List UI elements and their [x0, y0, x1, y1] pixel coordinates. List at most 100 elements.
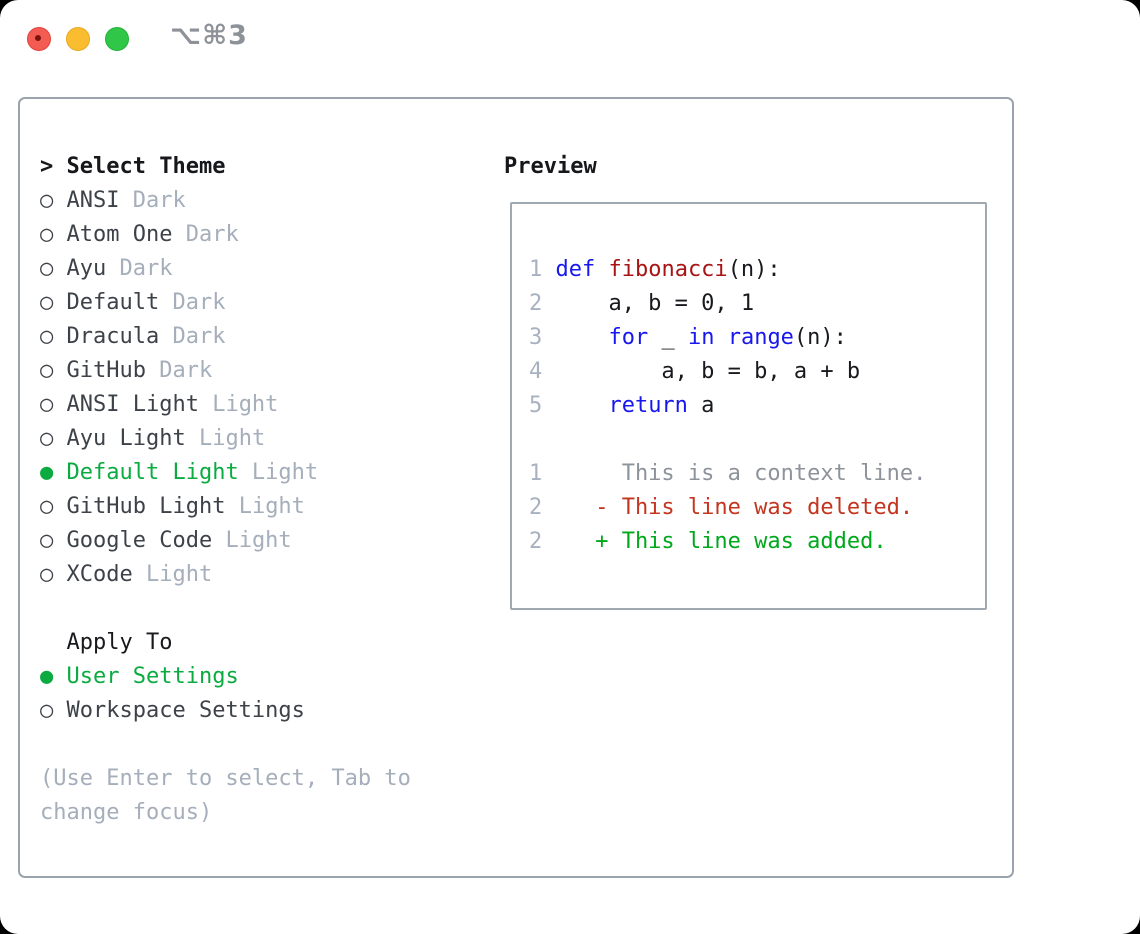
theme-variant-label: Light	[225, 494, 305, 519]
apply-option-label: User Settings	[66, 664, 239, 689]
theme-option-ayu-light-light[interactable]: ○ Ayu Light Light	[40, 422, 411, 456]
radio-selected-icon: ●	[40, 460, 67, 485]
apply-option-user-settings[interactable]: ● User Settings	[40, 660, 411, 694]
code-token-keyword: in	[687, 325, 715, 350]
help-line: (Use Enter to select, Tab to	[40, 766, 411, 791]
theme-name: ANSI	[66, 188, 120, 213]
theme-option-default-dark[interactable]: ○ Default Dark	[40, 286, 411, 320]
apply-to-header: Apply To	[66, 630, 173, 655]
code-line: 1 This is a context line.	[529, 457, 985, 491]
code-line: 5 return a	[529, 389, 985, 423]
radio-icon: ○	[40, 426, 67, 451]
prompt-cursor-icon: >	[40, 154, 54, 179]
code-token-plain: a, b = 0, 1	[555, 291, 755, 316]
theme-variant-label: Light	[238, 460, 319, 485]
window-title: ⌥⌘3	[170, 20, 248, 51]
help-line: change focus)	[40, 800, 213, 825]
theme-name: GitHub Light	[66, 494, 226, 519]
apply-option-label: Workspace Settings	[66, 698, 305, 723]
theme-picker-left-column: > Select Theme ○ ANSI Dark○ Atom One Dar…	[40, 150, 411, 830]
radio-icon: ○	[40, 324, 67, 349]
theme-variant-label: Dark	[172, 222, 239, 247]
theme-option-ayu-dark[interactable]: ○ Ayu Dark	[40, 252, 411, 286]
code-token-plain: a	[687, 393, 715, 418]
theme-variant-label: Dark	[119, 188, 186, 213]
radio-icon: ○	[40, 698, 67, 723]
code-line: 4 a, b = b, a + b	[529, 355, 985, 389]
code-line	[529, 423, 985, 457]
code-token-plain	[555, 325, 608, 350]
line-number: 4	[529, 359, 543, 384]
zoom-button[interactable]	[105, 27, 129, 51]
theme-name: Ayu	[66, 256, 107, 281]
theme-option-ansi-dark[interactable]: ○ ANSI Dark	[40, 184, 411, 218]
apply-to-list: ● User Settings○ Workspace Settings	[40, 660, 411, 728]
radio-icon: ○	[40, 358, 67, 383]
theme-variant-label: Light	[212, 528, 292, 553]
radio-icon: ○	[40, 188, 67, 213]
theme-name: Atom One	[66, 222, 173, 247]
theme-option-github-dark[interactable]: ○ GitHub Dark	[40, 354, 411, 388]
code-token-deleted: - This line was deleted.	[555, 495, 914, 520]
theme-option-ansi-light-light[interactable]: ○ ANSI Light Light	[40, 388, 411, 422]
line-number: 5	[529, 393, 543, 418]
theme-picker-panel: > Select Theme ○ ANSI Dark○ Atom One Dar…	[18, 97, 1014, 878]
minimize-button[interactable]	[66, 27, 90, 51]
theme-option-github-light-light[interactable]: ○ GitHub Light Light	[40, 490, 411, 524]
titlebar: ⌥⌘3	[0, 0, 1140, 76]
theme-variant-label: Dark	[159, 324, 226, 349]
apply-option-workspace-settings[interactable]: ○ Workspace Settings	[40, 694, 411, 728]
theme-name: Dracula	[66, 324, 160, 349]
theme-option-google-code-light[interactable]: ○ Google Code Light	[40, 524, 411, 558]
theme-name: Ayu Light	[66, 426, 186, 451]
radio-icon: ○	[40, 290, 67, 315]
theme-variant-label: Dark	[106, 256, 173, 281]
code-token-plain: a, b = b, a + b	[555, 359, 861, 384]
radio-icon: ○	[40, 392, 67, 417]
theme-name: XCode	[66, 562, 133, 587]
theme-name: Google Code	[66, 528, 213, 553]
theme-list: ○ ANSI Dark○ Atom One Dark○ Ayu Dark○ De…	[40, 184, 411, 592]
select-theme-title: Select Theme	[66, 154, 226, 179]
theme-option-xcode-light[interactable]: ○ XCode Light	[40, 558, 411, 592]
code-token-plain: _	[648, 325, 688, 350]
select-theme-header: > Select Theme	[40, 150, 411, 184]
code-token-keyword: def	[555, 257, 596, 282]
line-number: 2	[529, 291, 543, 316]
theme-variant-label: Light	[198, 392, 279, 417]
theme-name: Default Light	[66, 460, 239, 485]
close-button[interactable]	[27, 27, 51, 51]
code-token-keyword: for	[608, 325, 649, 350]
line-number: 1	[529, 257, 543, 282]
theme-variant-label: Light	[132, 562, 213, 587]
code-token-keyword: range	[727, 325, 794, 350]
theme-name: GitHub	[66, 358, 146, 383]
theme-option-atom-one-dark[interactable]: ○ Atom One Dark	[40, 218, 411, 252]
help-text: (Use Enter to select, Tab to change focu…	[40, 762, 411, 830]
theme-option-default-light-light[interactable]: ● Default Light Light	[40, 456, 411, 490]
radio-selected-icon: ●	[40, 664, 67, 689]
code-token-keyword: return	[608, 393, 688, 418]
line-number: 2	[529, 495, 543, 520]
code-token-context: This is a context line.	[555, 461, 927, 486]
theme-name: Default	[66, 290, 160, 315]
code-token-plain	[714, 325, 727, 350]
code-line: 2 + This line was added.	[529, 525, 985, 559]
code-token-added: + This line was added.	[555, 529, 887, 554]
preview-title: Preview	[504, 154, 597, 179]
radio-icon: ○	[40, 528, 67, 553]
theme-variant-label: Dark	[159, 290, 226, 315]
code-token-plain: (n):	[727, 257, 781, 282]
code-token-plain	[595, 257, 608, 282]
radio-icon: ○	[40, 256, 67, 281]
code-line: 2 - This line was deleted.	[529, 491, 985, 525]
theme-variant-label: Dark	[145, 358, 213, 383]
code-line: 3 for _ in range(n):	[529, 321, 985, 355]
theme-variant-label: Light	[185, 426, 266, 451]
theme-option-dracula-dark[interactable]: ○ Dracula Dark	[40, 320, 411, 354]
line-number: 3	[529, 325, 543, 350]
